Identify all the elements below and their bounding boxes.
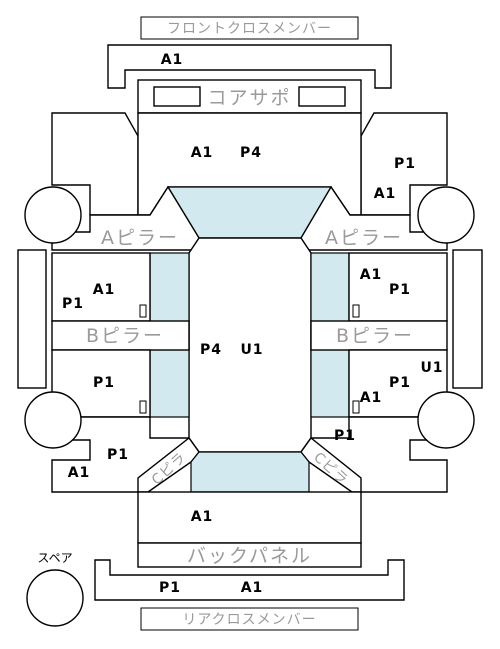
rear-member-p-code: P1 — [159, 580, 181, 596]
right-rocker-part[interactable] — [452, 249, 483, 389]
quarter-left-a-code: A1 — [68, 465, 91, 481]
roof-u-code: U1 — [240, 342, 263, 358]
right-rear-wheel[interactable] — [417, 391, 475, 449]
fender-right-a-code: A1 — [374, 186, 397, 202]
left-a-pillar-label: Aピラー — [101, 227, 179, 249]
right-front-wheel[interactable] — [417, 186, 475, 244]
back-panel-part[interactable] — [137, 542, 362, 568]
left-rocker-part[interactable] — [17, 249, 47, 389]
trunk-a-code: A1 — [191, 509, 214, 525]
spare-label: スペア — [37, 551, 72, 565]
quarter-left-p-code: P1 — [107, 447, 129, 463]
front-door-left-a-code: A1 — [93, 282, 116, 298]
left-b-pillar-label: Bピラー — [86, 325, 164, 347]
right-rocker-u-code: U1 — [420, 360, 443, 376]
front-cross-member-box[interactable] — [140, 16, 359, 40]
front-door-left-p-code: P1 — [62, 296, 84, 312]
front-door-right-a-code: A1 — [360, 267, 383, 283]
rear-glass-part[interactable] — [190, 451, 310, 493]
left-b-pillar-part[interactable] — [51, 320, 190, 351]
hood-p-code: P4 — [240, 145, 262, 161]
right-rear-door-handle — [352, 400, 360, 414]
core-support-label: コアサポ — [207, 87, 291, 109]
back-panel-label: バックパネル — [187, 545, 312, 567]
right-b-pillar-label: Bピラー — [336, 325, 414, 347]
trunk-part[interactable] — [137, 491, 362, 544]
right-b-pillar-part[interactable] — [310, 320, 448, 351]
quarter-right-p-code: P1 — [334, 428, 356, 444]
roof-p-code: P4 — [200, 342, 222, 358]
front-cross-member-label: フロントクロスメンバー — [167, 21, 332, 37]
rear-cross-member-part[interactable] — [94, 559, 405, 601]
left-rear-door-handle — [139, 400, 147, 414]
front-cross-member-part[interactable] — [107, 44, 392, 89]
left-front-door-handle — [139, 304, 147, 318]
front-door-right-p-code: P1 — [389, 282, 411, 298]
rear-cross-member-box[interactable] — [140, 607, 359, 631]
fender-right-p-code: P1 — [394, 156, 416, 172]
front-member-code: A1 — [161, 52, 184, 68]
left-rear-wheel[interactable] — [24, 391, 82, 449]
hood-a-code: A1 — [191, 145, 214, 161]
rear-door-right-p-code: P1 — [389, 375, 411, 391]
right-a-pillar-label: Aピラー — [325, 227, 403, 249]
rear-member-a-code: A1 — [241, 580, 264, 596]
right-headlight-box — [298, 86, 346, 107]
spare-tire[interactable] — [26, 569, 84, 627]
left-front-wheel[interactable] — [24, 186, 82, 244]
rear-door-left-p-code: P1 — [93, 375, 115, 391]
left-headlight-box — [153, 86, 201, 107]
rear-cross-member-label: リアクロスメンバー — [182, 612, 316, 628]
right-front-door-handle — [352, 304, 360, 318]
rear-door-right-a-code: A1 — [360, 390, 383, 406]
right-front-door-part[interactable] — [348, 252, 448, 322]
